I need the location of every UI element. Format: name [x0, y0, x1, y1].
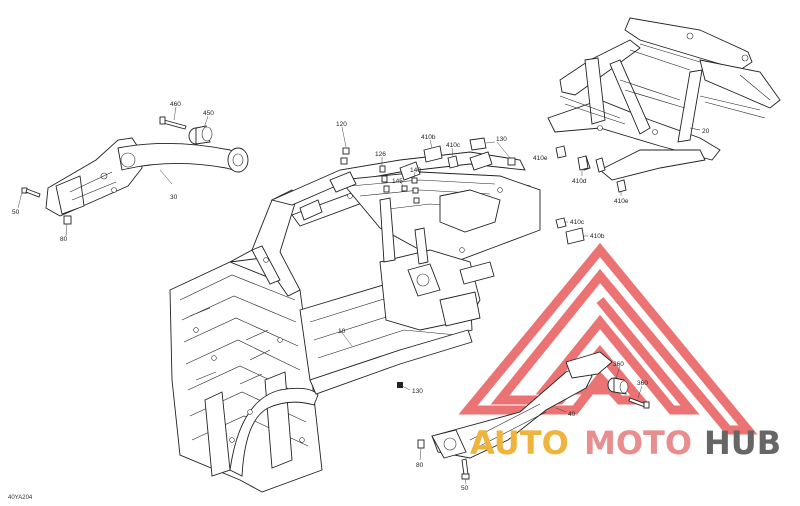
nut-130-frame-icon: [397, 382, 403, 388]
nut-126-icon: [379, 165, 390, 193]
fasteners-group: [340, 137, 627, 388]
nut-80-bottom-icon: [417, 439, 425, 449]
label-bushing-360: 360: [613, 361, 624, 368]
label-nut-145: 145: [392, 178, 403, 185]
watermark-hub: HUB: [704, 424, 781, 462]
callout-labels: 10 20 30 40 50 50 80 80 120 126 130 130 …: [12, 101, 710, 492]
label-nut-120: 120: [336, 121, 347, 128]
label-front-arm: 30: [170, 194, 178, 201]
nut-130-top-icon: [507, 157, 516, 166]
clip-410e-bottom-icon: [616, 179, 627, 193]
watermark-triangle-icon: [458, 242, 758, 435]
clip-top-130-icon: [469, 137, 487, 151]
bolt-360-icon: [628, 397, 650, 409]
label-clip-410c-top: 410c: [446, 142, 461, 149]
watermark-moto: MOTO: [584, 424, 692, 462]
nut-145-icon: [401, 185, 408, 192]
clip-410c-top-icon: [447, 155, 459, 169]
bolt-460-icon: [159, 116, 187, 130]
bushing-360-icon: [607, 377, 629, 395]
figure-code: 40YA204: [8, 495, 33, 501]
clip-410c-right-icon: [555, 217, 567, 229]
front-arm-part: [21, 116, 249, 225]
main-frame-part: [169, 151, 541, 493]
watermark-text: AUTO MOTO HUB: [470, 424, 781, 462]
label-clip-410b-top: 410b: [421, 134, 436, 141]
clip-410b-right-icon: [565, 227, 585, 245]
label-rear-frame: 20: [702, 128, 710, 135]
bushing-450-icon: [188, 125, 213, 145]
nut-80-left-icon: [63, 215, 72, 225]
label-screw-bottom: 50: [461, 485, 469, 492]
label-nut-bottom: 80: [416, 462, 424, 469]
label-nut-140: 140: [410, 167, 421, 174]
watermark-logo: [458, 242, 758, 435]
label-bushing-450: 450: [203, 110, 214, 117]
label-clip-410c-right: 410c: [570, 219, 585, 226]
label-nut-130-top: 130: [496, 136, 507, 143]
nut-140-icon: [411, 177, 420, 204]
label-bolt-360: 360: [637, 380, 648, 387]
label-screw-left: 50: [12, 209, 20, 216]
label-nut-126: 126: [375, 151, 386, 158]
clip-410e-left-icon: [555, 145, 567, 159]
label-nut-130-frame: 130: [412, 388, 423, 395]
label-clip-410d: 410d: [572, 178, 587, 185]
label-bolt-460: 460: [170, 101, 181, 108]
label-clip-410b-right: 410b: [590, 233, 605, 240]
screw-50-left-icon: [21, 187, 41, 198]
label-clip-410e-bottom: 410e: [614, 198, 629, 205]
screw-50-bottom-icon: [461, 458, 470, 480]
clip-410b-top-icon: [423, 145, 443, 163]
label-clip-410e-left: 410e: [533, 155, 548, 162]
rear-frame-part: [547, 17, 781, 181]
label-nut-left: 80: [60, 236, 68, 243]
label-main-frame: 10: [338, 328, 346, 335]
leader-lines: [17, 106, 701, 485]
nut-120-icon: [340, 147, 350, 165]
label-rear-arm: 40: [568, 411, 576, 418]
watermark-auto: AUTO: [470, 424, 569, 462]
clip-410d-icon: [577, 155, 589, 171]
rear-arm-part: [417, 351, 650, 480]
